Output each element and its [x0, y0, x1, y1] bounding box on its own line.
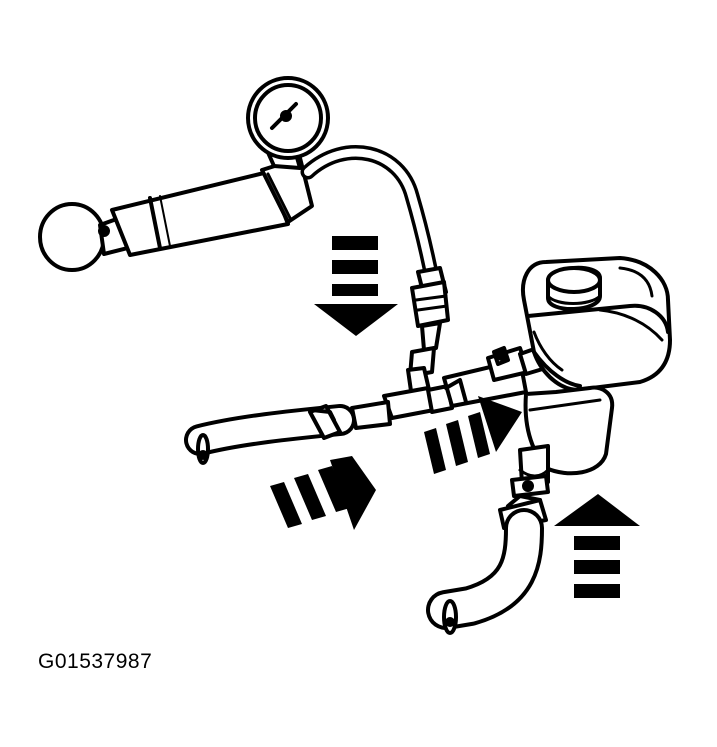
tester-handle-knob: [38, 202, 106, 272]
arrow-up: [554, 494, 640, 598]
reservoir-outlet-hose: [426, 474, 550, 635]
coolant-reservoir: [518, 256, 672, 486]
tester-pump-body: [110, 170, 290, 257]
figure-id-label: G01537987: [38, 650, 153, 673]
arrow-right-lower: [270, 456, 376, 530]
left-hose: [184, 404, 356, 465]
gauge: [246, 76, 330, 170]
tee-adapter: [350, 366, 454, 430]
arrow-right-upper: [424, 396, 522, 474]
pressure-tester: [38, 76, 450, 378]
arrow-down: [314, 236, 398, 336]
